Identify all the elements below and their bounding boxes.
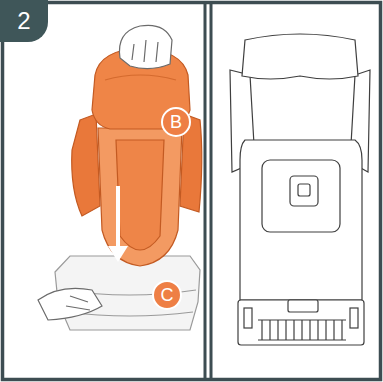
seat-back-view-part bbox=[290, 176, 318, 206]
hand-part bbox=[38, 288, 102, 320]
seat-back-view-part bbox=[242, 34, 358, 79]
frame-part bbox=[210, 4, 213, 378]
hand-part bbox=[119, 25, 172, 68]
seat-back-view-part bbox=[288, 300, 318, 312]
seat-back-view-part bbox=[244, 308, 252, 328]
push-arrow-part bbox=[116, 186, 120, 248]
seat-back-view bbox=[230, 34, 370, 345]
seat-back-view-part bbox=[298, 184, 310, 196]
step-number: 2 bbox=[17, 9, 30, 33]
seat-backrest-part bbox=[116, 140, 164, 250]
frame bbox=[3, 3, 381, 380]
hand-part bbox=[66, 296, 90, 310]
seat-back-view-part bbox=[262, 160, 340, 232]
seat-back-view-part bbox=[238, 300, 364, 345]
seat-backrest-part bbox=[72, 114, 100, 216]
seat-back-view-part bbox=[350, 308, 358, 328]
push-arrow-part bbox=[108, 246, 128, 262]
seat-back-view-part bbox=[240, 140, 362, 300]
callout-circle: C bbox=[152, 280, 182, 310]
seat-back-view-part bbox=[262, 320, 342, 340]
frame-part bbox=[3, 3, 381, 380]
callout-circle: B bbox=[161, 107, 191, 137]
step-badge: 2 bbox=[0, 0, 48, 42]
callout-letter: C bbox=[161, 286, 174, 304]
seat-backrest-part bbox=[105, 75, 176, 80]
seat-backrest bbox=[72, 48, 202, 266]
hand-part bbox=[132, 40, 158, 62]
callout-letter: B bbox=[170, 113, 182, 131]
frame-part bbox=[204, 4, 207, 378]
push-arrow bbox=[108, 186, 128, 262]
seat-backrest-part bbox=[98, 128, 182, 266]
hand bbox=[38, 25, 172, 320]
